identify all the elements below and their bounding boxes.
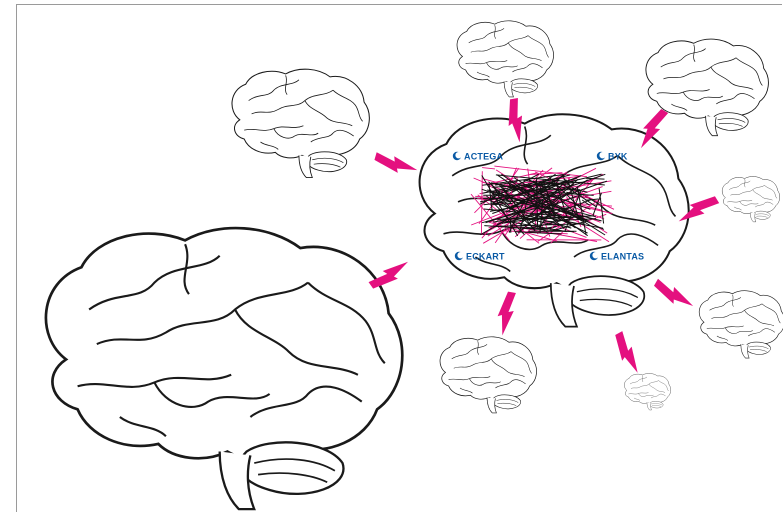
logo-label: ECKART <box>466 252 505 262</box>
lightning-bolt-icon <box>368 256 413 294</box>
brain-icon <box>457 21 554 97</box>
brain-icon <box>232 69 369 177</box>
lightning-bolt-icon <box>610 331 644 377</box>
brain-icon <box>624 373 670 410</box>
brain-icon <box>646 39 768 136</box>
brain-icon <box>699 291 783 358</box>
logo-label: BYK <box>608 152 628 162</box>
logo-label: ACTEGA <box>464 152 504 162</box>
lightning-bolt-icon <box>373 151 419 178</box>
brain-icon <box>722 176 780 221</box>
large-brain-icon <box>46 228 402 509</box>
logo-byk: BYK <box>597 152 628 162</box>
brain-icon <box>440 337 537 413</box>
lightning-bolt-icon <box>494 291 516 337</box>
lightning-bolt-icon <box>651 278 697 313</box>
logo-label: ELANTAS <box>601 252 644 262</box>
